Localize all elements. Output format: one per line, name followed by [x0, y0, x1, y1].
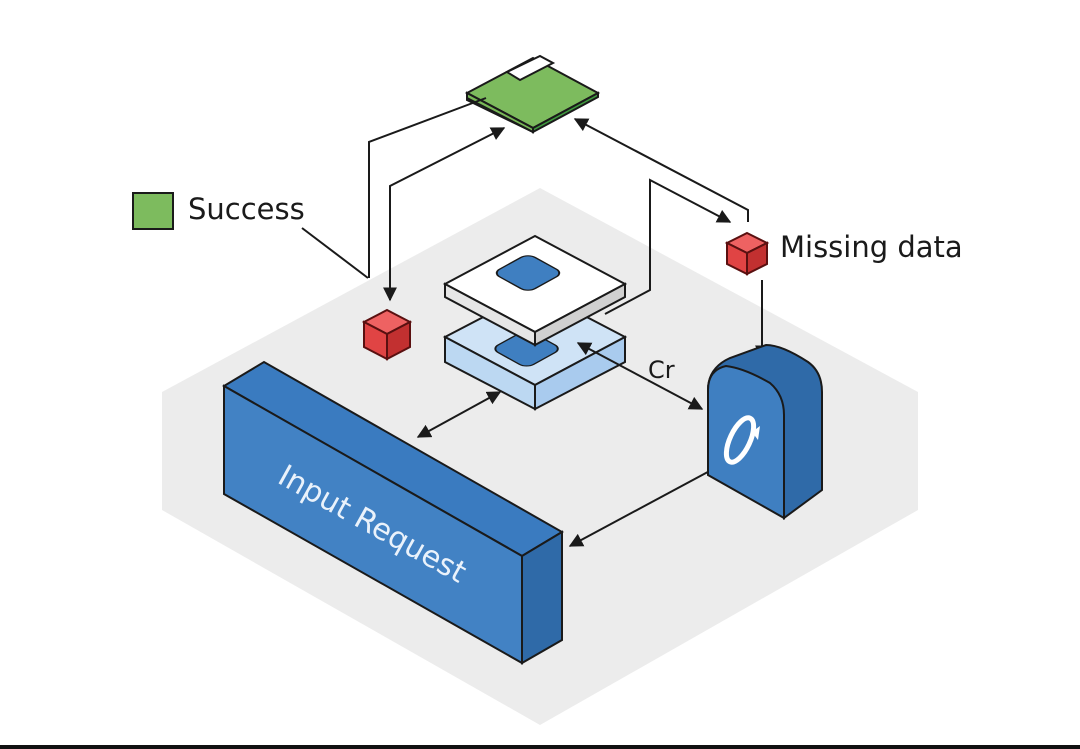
edge-input-to-stack	[416, 391, 502, 438]
stack-top-layer[interactable]	[442, 234, 628, 347]
missing-data-cube-left[interactable]	[361, 308, 413, 361]
legend-missing: Missing data	[724, 230, 963, 276]
legend-success-label: Success	[188, 192, 305, 226]
legend-success-swatch	[132, 192, 174, 230]
input-request-block[interactable]: Input Request	[222, 360, 564, 665]
link-node[interactable]	[706, 343, 823, 520]
legend-missing-label: Missing data	[780, 230, 963, 264]
stack-top-inner	[495, 255, 561, 291]
link-icon	[723, 415, 760, 465]
platform	[162, 188, 918, 725]
edge-stack-to-missing	[604, 178, 732, 315]
success-box-side-left	[466, 91, 534, 134]
legend-success: Success	[132, 192, 369, 279]
edge-label-cr: Cr	[648, 356, 675, 384]
bottom-border	[0, 745, 1080, 749]
edge-success-out	[368, 97, 487, 278]
edge-stack-to-link	[576, 342, 704, 410]
edge-success-missing	[573, 118, 749, 222]
edge-to-success	[383, 127, 506, 302]
legend-success-leader	[301, 227, 369, 279]
missing-data-cube-icon	[724, 231, 770, 276]
